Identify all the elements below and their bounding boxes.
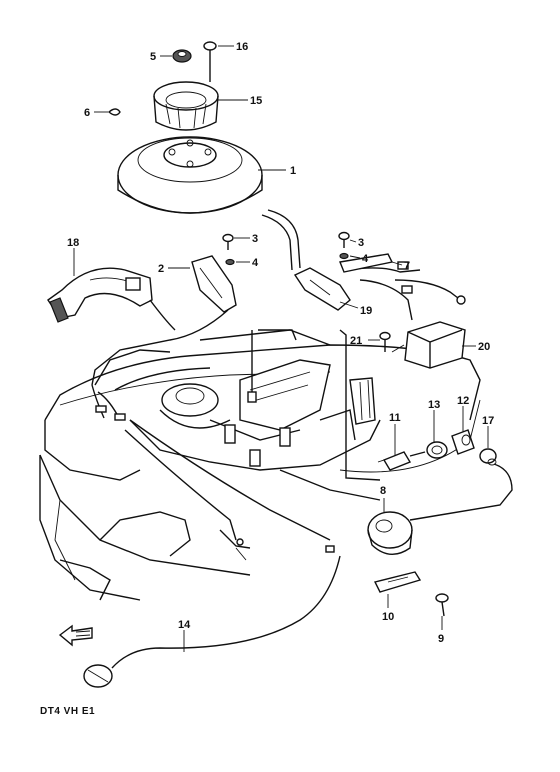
connector [377,451,426,471]
callout-2: 2 [158,263,164,275]
callout-17: 17 [482,415,494,427]
callout-9: 9 [438,633,444,645]
callout-15: 15 [250,95,262,107]
cap [439,448,513,516]
cdi-unit [391,321,466,369]
callout-6: 6 [84,107,90,119]
bracket-plate [373,571,422,593]
callout-8: 8 [380,485,386,497]
main-wiring [91,329,381,561]
callout-4-right: 4 [362,253,369,265]
nut [172,49,192,63]
key [107,108,121,116]
callout-7: 7 [404,260,410,272]
callout-21: 21 [350,335,362,347]
diagram-caption: DT4 VH E1 [40,706,96,717]
flywheel [117,136,263,214]
bracket [261,209,351,311]
callout-20: 20 [478,341,490,353]
callout-1: 1 [290,165,296,177]
callout-11: 11 [389,412,401,424]
screw-washer-left [222,233,235,266]
callout-3-right: 3 [358,237,364,249]
condenser [367,511,441,555]
stop-cable [83,555,341,688]
leader-lines [73,45,489,652]
callout-13: 13 [428,399,440,411]
callout-10: 10 [382,611,394,623]
exciter-coil [47,267,176,331]
stop-switch [426,441,448,459]
callout-3-left: 3 [252,233,258,245]
bolt [435,593,449,617]
callout-12: 12 [457,395,469,407]
callout-18: 18 [67,237,79,249]
callout-4-left: 4 [252,257,259,269]
callout-19: 19 [360,305,372,317]
engine-block [39,329,481,601]
callout-5: 5 [150,51,156,63]
callout-16: 16 [236,41,248,53]
callout-14: 14 [178,619,191,631]
callout-labels: 5 16 6 15 1 3 4 18 2 3 4 7 19 21 20 11 1… [67,41,494,645]
screw-21 [379,331,391,352]
screw-washer-right [338,231,350,260]
wire-harness [347,261,466,321]
screw [203,41,217,82]
forward-arrow-icon [58,624,93,647]
starter-pulley [153,81,219,131]
ignition-coil [91,255,237,386]
